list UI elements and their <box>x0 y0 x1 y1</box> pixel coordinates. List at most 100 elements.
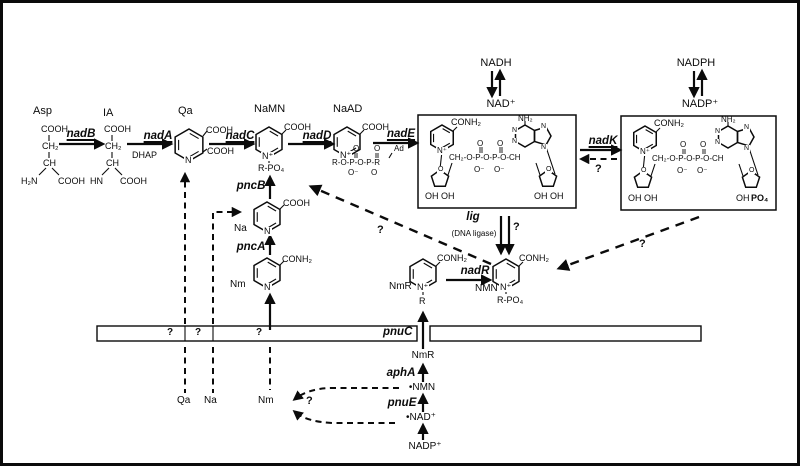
periplasmic-degradation-question: ? <box>306 395 313 407</box>
asp-cooh-top: COOH <box>41 124 68 134</box>
nadp-chain: CH₂-O-P-O-P-O-CH <box>652 154 724 163</box>
naad-o-1: O <box>353 144 360 153</box>
aphA-label: aphA <box>386 367 416 379</box>
nad-conh2: CONH₂ <box>451 117 481 127</box>
nadp-po4: PO₄ <box>751 193 769 203</box>
dhap-label: DHAP <box>132 150 158 160</box>
asp-ch: CH <box>43 158 56 168</box>
membrane-left-segment <box>96 325 418 342</box>
solid-arrows <box>59 68 708 440</box>
nm-conh2: CONH₂ <box>282 254 312 264</box>
ad-label: Ad <box>394 144 404 153</box>
structure-bonds <box>38 121 759 295</box>
nadB-label: nadB <box>66 128 96 140</box>
nadh-label: NADH <box>480 57 512 69</box>
nad-purine-n2: N <box>511 138 519 145</box>
nadk-reverse-question: ? <box>595 163 602 175</box>
qa-cooh-2: COOH <box>207 146 234 156</box>
naad-label: NaAD <box>333 103 363 115</box>
membrane-right-segment <box>429 325 702 342</box>
qa-out-label: Qa <box>177 395 191 406</box>
nad-ohoh-left: OH OH <box>425 191 455 201</box>
nadp-ribose-o-left: O <box>640 167 648 174</box>
naad-cooh: COOH <box>362 122 389 132</box>
nmr-r: R <box>419 296 426 306</box>
ia-hn: HN <box>90 176 103 186</box>
na-label: Na <box>234 223 247 234</box>
nad-ring-n: N⁺ <box>436 146 448 155</box>
lig-question: ? <box>513 221 520 233</box>
nad-structure-box <box>417 114 577 209</box>
nadp-o-2: O <box>700 140 707 149</box>
pnuE-label: pnuE <box>387 397 417 409</box>
nmn-peri-label: •NMN <box>408 382 436 393</box>
asp-label: Asp <box>33 105 52 117</box>
naad-ring-n: N⁺ <box>339 150 353 160</box>
qa-transporter-question: ? <box>167 327 174 338</box>
na-out-label: Na <box>204 395 217 406</box>
nad-ribose-o-right: O <box>545 166 553 173</box>
nadR-label: nadR <box>460 265 490 277</box>
asp-ch2: CH₂ <box>42 141 59 151</box>
nad-o-minus-1: O⁻ <box>474 165 485 174</box>
nm-transporter-question: ? <box>256 327 263 338</box>
nadC-label: nadC <box>225 130 255 142</box>
nadp-purine-n1: N <box>714 128 722 135</box>
naad-o-2: O <box>374 144 381 153</box>
nad-ribose-o-left: O <box>437 166 445 173</box>
namn-rpo4: R-PO₄ <box>258 163 285 173</box>
nad-nh2: NH₂ <box>518 114 533 123</box>
nm-ring-n: N <box>263 282 272 292</box>
qa-label: Qa <box>178 105 193 117</box>
namn-ring-n: N⁺ <box>261 151 275 161</box>
ia-cooh-bottom: COOH <box>120 176 147 186</box>
nad-o-minus-2: O⁻ <box>494 165 505 174</box>
nad-peri-label: •NAD⁺ <box>406 412 436 423</box>
nadp-ohoh-left: OH OH <box>628 193 658 203</box>
qa-cooh-1: COOH <box>206 125 233 135</box>
na-cooh: COOH <box>283 198 310 208</box>
nadp-o-1: O <box>680 140 687 149</box>
nadp-to-nmn-question: ? <box>639 238 646 250</box>
double-bond-ticks <box>354 147 706 158</box>
pncA-label: pncA <box>236 241 266 253</box>
ia-ch: CH <box>106 158 119 168</box>
nadp-o-minus-2: O⁻ <box>697 166 708 175</box>
na-ring-n: N <box>263 226 272 236</box>
nad-chain: CH₂-O-P-O-P-O-CH <box>449 153 521 162</box>
nm-label: Nm <box>230 279 246 290</box>
asp-cooh-bottom: COOH <box>58 176 85 186</box>
pncB-label: pncB <box>236 180 266 192</box>
nadph-label: NADPH <box>676 57 716 69</box>
nadp-purine-n2: N <box>714 139 722 146</box>
nadp-purine-n3: N <box>743 124 751 131</box>
ribose-rings <box>430 169 761 189</box>
nad-plus-label: NAD⁺ <box>486 98 516 110</box>
nadp-plus-label: NADP⁺ <box>681 98 719 110</box>
nadK-label: nadK <box>588 135 618 147</box>
nmn-conh2: CONH₂ <box>519 253 549 263</box>
nmn-to-namn-question: ? <box>377 224 384 236</box>
pathway-artwork <box>38 68 777 440</box>
nad-o-2: O <box>497 139 504 148</box>
nmr-label: NmR <box>389 281 412 292</box>
dashed-arrows <box>179 153 700 424</box>
nad-purine-n4: N <box>540 144 548 151</box>
pnuC-label: pnuC <box>383 326 413 338</box>
naad-phosphate-chain: R-O-P-O-P-R <box>332 158 380 167</box>
nmn-rpo4: R-PO₄ <box>497 295 524 305</box>
nm-out-label: Nm <box>258 395 274 406</box>
nadp-structure-box <box>620 115 777 211</box>
namn-label: NaMN <box>254 103 286 115</box>
naad-o-3: O <box>371 168 378 177</box>
lig-note-label: (DNA ligase) <box>451 229 497 238</box>
nad-purine-n3: N <box>540 123 548 130</box>
nadp-oh-right: OH <box>736 193 750 203</box>
nadp-nh2: NH₂ <box>721 115 736 124</box>
nad-o-1: O <box>477 139 484 148</box>
lig-label: lig <box>466 211 480 223</box>
nmn-label: NMN <box>475 283 498 294</box>
nmr-conh2: CONH₂ <box>437 253 467 263</box>
nadp-o-minus-1: O⁻ <box>677 166 688 175</box>
